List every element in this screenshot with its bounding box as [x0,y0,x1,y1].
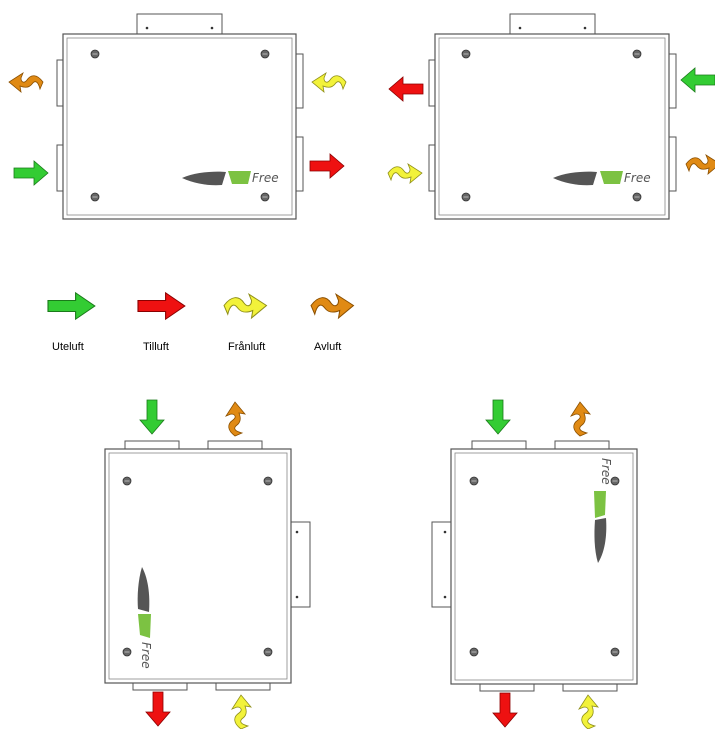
curved-arrow-icon [223,293,268,319]
brand-logo-text: Free [624,171,651,185]
avluft-arrow-icon [8,72,44,93]
avluft-arrow-icon [685,154,715,175]
unit-bottom-left: Free [104,440,311,691]
brand-logo: Free [594,458,613,563]
unit-casing [104,448,292,684]
side-mounting-bracket [289,521,311,608]
tilluft-arrow-icon [388,76,424,102]
legend-label: Tilluft [143,341,169,353]
unit-casing [62,33,297,220]
unit-bottom-right: Free [431,440,638,692]
avluft-arrow-icon [225,401,246,437]
unit-casing [450,448,638,685]
legend-label: Frånluft [228,341,265,353]
franluft-arrow-icon [578,694,599,729]
uteluft-arrow-icon [13,160,49,186]
brand-logo: Free [137,567,153,669]
legend-item-franluft: Frånluft [223,293,268,353]
franluft-arrow-icon [311,72,347,93]
franluft-arrow-icon [387,163,423,184]
uteluft-arrow-icon [139,399,165,435]
tilluft-arrow-icon [492,692,518,728]
straight-arrow-icon [137,292,186,320]
legend: Uteluft Tilluft Frånluft Avluft [47,292,355,353]
legend-label: Avluft [314,341,341,353]
uteluft-arrow-icon [680,67,715,93]
top-mounting-bracket [509,13,596,35]
uteluft-arrow-icon [485,399,511,435]
avluft-arrow-icon [570,401,591,437]
side-mounting-bracket [431,521,453,608]
legend-label: Uteluft [52,341,84,353]
straight-arrow-icon [47,292,96,320]
tilluft-arrow-icon [309,153,345,179]
brand-logo-text: Free [139,642,153,669]
brand-logo-text: Free [599,458,613,485]
franluft-arrow-icon [231,694,252,729]
legend-item-avluft: Avluft [310,293,355,353]
curved-arrow-icon [310,293,355,319]
brand-logo-text: Free [252,171,279,185]
brand-logo: Free [182,171,279,186]
legend-item-tilluft: Tilluft [137,292,186,353]
legend-item-uteluft: Uteluft [47,292,96,353]
top-mounting-bracket [136,13,223,35]
unit-casing [434,33,670,220]
tilluft-arrow-icon [145,691,171,727]
unit-top-right: Free [428,13,677,220]
brand-logo: Free [553,171,651,186]
unit-top-left: Free [56,13,304,220]
